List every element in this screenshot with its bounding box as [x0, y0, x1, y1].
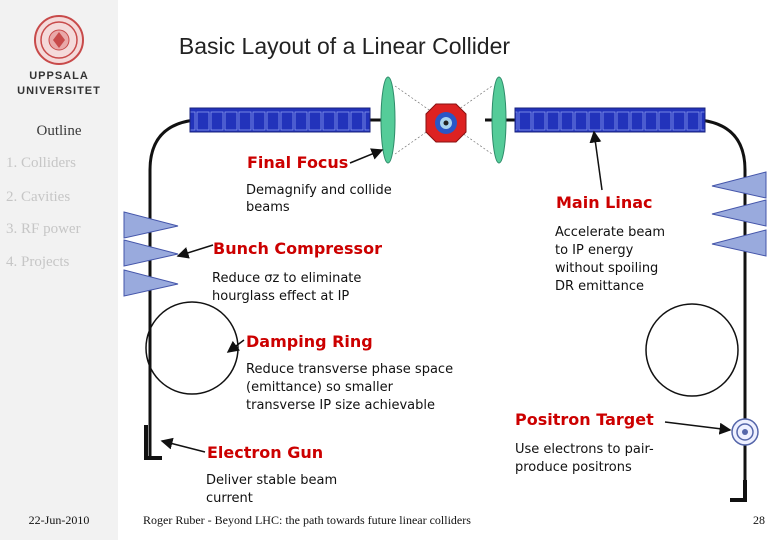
damping-ring-label: Damping Ring — [246, 332, 373, 351]
main-linac-desc-1: Accelerate beam — [555, 225, 665, 240]
main-linac-desc-2: to IP energy — [555, 243, 634, 258]
outline-title[interactable]: Outline — [36, 123, 82, 139]
arrow-main-linac — [589, 130, 603, 191]
main-linac-label: Main Linac — [556, 193, 653, 212]
right-linac — [514, 107, 706, 133]
outline-item-projects[interactable]: 4. Projects — [6, 254, 70, 270]
arrow-positron-target — [664, 421, 732, 435]
footer-date: 22-Jun-2010 — [28, 513, 90, 527]
slide-number: 28 — [753, 513, 765, 527]
slide-title: Basic Layout of a Linear Collider — [178, 33, 511, 59]
damping-ring-right — [645, 303, 739, 397]
arrow-damping-ring — [226, 339, 245, 353]
left-linac — [189, 107, 371, 133]
electron-gun-icon — [144, 425, 162, 460]
arrow-bunch-compressor — [176, 244, 214, 259]
final-focus-lens-right — [491, 76, 507, 164]
university-name-line1: UPPSALA — [29, 70, 89, 82]
footer-text: Roger Ruber - Beyond LHC: the path towar… — [143, 513, 471, 527]
bunch-compressor-desc-2: hourglass effect at IP — [212, 289, 350, 304]
detector-icon — [425, 103, 467, 143]
bunch-compressor-label: Bunch Compressor — [213, 239, 382, 258]
university-name-line2: UNIVERSITET — [17, 85, 101, 97]
positron-target-icon — [731, 418, 759, 446]
electron-gun-desc-1: Deliver stable beam — [206, 473, 338, 488]
positron-target-desc-1: Use electrons to pair- — [515, 442, 654, 457]
arrow-electron-gun — [160, 437, 206, 453]
positron-target-label: Positron Target — [515, 410, 654, 429]
bunch-compressor-right — [711, 171, 767, 257]
main-linac-desc-4: DR emittance — [555, 279, 644, 294]
final-focus-desc-2: beams — [246, 200, 290, 215]
university-seal-icon — [34, 15, 84, 65]
damping-ring-desc-2: (emittance) so smaller — [246, 380, 393, 395]
damping-ring-desc-1: Reduce transverse phase space — [246, 362, 454, 377]
main-linac-desc-3: without spoiling — [555, 261, 659, 276]
final-focus-desc-1: Demagnify and collide — [246, 183, 392, 198]
electron-gun-desc-2: current — [206, 491, 253, 506]
bunch-compressor-left — [123, 211, 179, 297]
bunch-compressor-desc-1: Reduce σz to eliminate — [212, 271, 362, 286]
positron-target-desc-2: produce positrons — [515, 460, 632, 475]
final-focus-label: Final Focus — [247, 153, 349, 172]
outline-item-cavities[interactable]: 2. Cavities — [6, 189, 71, 205]
outline-item-colliders[interactable]: 1. Colliders — [6, 155, 76, 171]
outline-item-rf-power[interactable]: 3. RF power — [6, 221, 81, 237]
final-focus-lens-left — [380, 76, 396, 164]
sidebar: UPPSALA UNIVERSITET Outline 1. Colliders… — [0, 0, 118, 540]
electron-gun-label: Electron Gun — [207, 443, 324, 462]
positron-source-icon — [730, 480, 747, 502]
damping-ring-desc-3: transverse IP size achievable — [246, 398, 435, 413]
arrow-final-focus — [349, 148, 384, 164]
damping-ring-left — [145, 301, 239, 395]
beamline-right — [485, 118, 747, 490]
